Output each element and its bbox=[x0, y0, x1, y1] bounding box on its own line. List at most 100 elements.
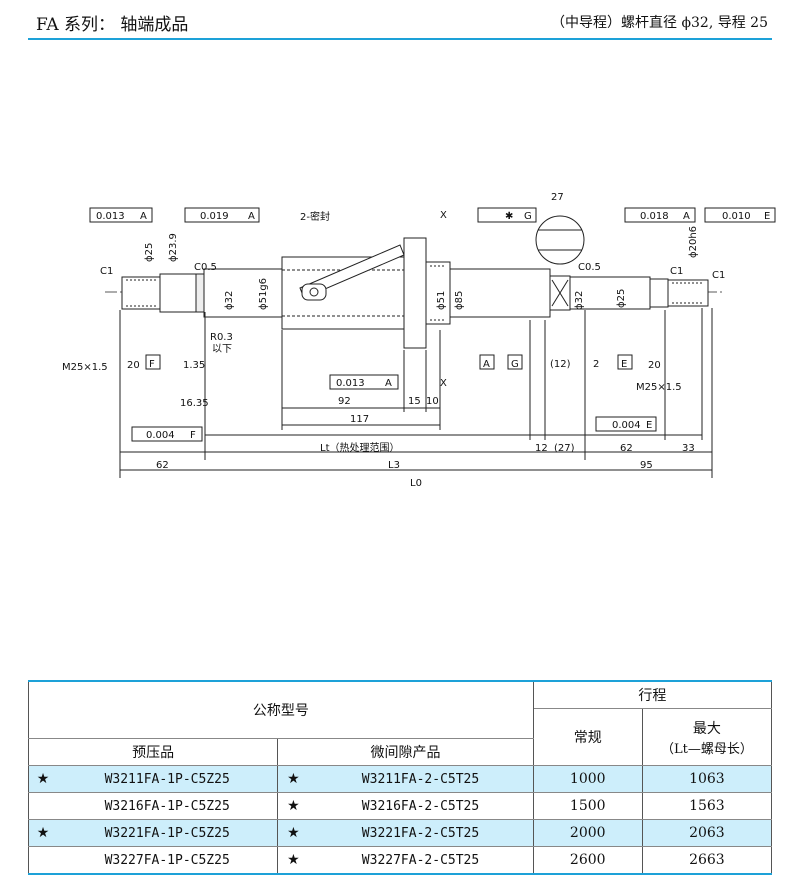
label-boxE: E bbox=[621, 359, 627, 370]
label-ref3: A bbox=[683, 211, 690, 222]
label-tol2: 0.019 bbox=[200, 211, 229, 222]
star-icon: ★ bbox=[28, 765, 58, 793]
model-preload: W3227FA-1P-C5Z25 bbox=[57, 846, 279, 875]
label-ref1: A bbox=[140, 211, 147, 222]
star-icon: ★ bbox=[277, 846, 309, 875]
model-preload: W3221FA-1P-C5Z25 bbox=[57, 819, 279, 847]
stroke-regular: 1500 bbox=[532, 792, 643, 820]
table-row: W3227FA-1P-C5Z25 ★ W3227FA-2-C5T25 2600 … bbox=[28, 846, 773, 875]
label-c05a: C0.5 bbox=[194, 262, 217, 273]
label-r03: R0.3 bbox=[210, 332, 233, 343]
header-max: 最大 （Lt—螺母长） bbox=[641, 708, 773, 766]
stroke-max: 2663 bbox=[641, 846, 773, 875]
label-phi51g6: ϕ51g6 bbox=[258, 278, 269, 310]
label-dim27: 27 bbox=[551, 192, 564, 203]
spec-table: 公称型号 行程 常规 最大 （Lt—螺母长） 预压品 微间隙产品 ★ W3211… bbox=[27, 680, 773, 875]
table-row: W3216FA-1P-C5Z25 ★ W3216FA-2-C5T25 1500 … bbox=[28, 792, 773, 820]
stroke-max: 1563 bbox=[641, 792, 773, 820]
label-perp1: 0.013 bbox=[336, 378, 365, 389]
label-boxF: F bbox=[149, 359, 155, 370]
section-view bbox=[535, 215, 585, 265]
left-thread-end bbox=[121, 276, 161, 310]
header-max-label: 最大 bbox=[692, 720, 721, 737]
label-c1b: C1 bbox=[670, 266, 683, 277]
label-ref-mid: G bbox=[524, 211, 532, 222]
bearing-journal-right bbox=[569, 276, 651, 310]
label-ref4: E bbox=[764, 211, 770, 222]
label-d20a: 20 bbox=[127, 360, 140, 371]
header-stroke: 行程 bbox=[532, 680, 773, 709]
label-perp2: 0.004 bbox=[146, 430, 175, 441]
page-header: FA 系列： 轴端成品 （中导程）螺杆直径 ϕ32, 导程 25 bbox=[0, 0, 800, 40]
label-phi51: ϕ51 bbox=[436, 291, 447, 310]
label-d10: 10 bbox=[426, 396, 439, 407]
label-d33: 33 bbox=[682, 443, 695, 454]
right-thread-end bbox=[667, 279, 709, 307]
label-m25a: M25×1.5 bbox=[62, 362, 108, 373]
label-phi25a: ϕ25 bbox=[144, 243, 155, 262]
label-l0: L0 bbox=[410, 478, 422, 489]
label-d12: 12 bbox=[535, 443, 548, 454]
header-model: 公称型号 bbox=[28, 680, 534, 739]
screw-shaft-right bbox=[449, 268, 551, 318]
label-d62a: 62 bbox=[620, 443, 633, 454]
label-d1635: 16.35 bbox=[180, 398, 209, 409]
label-d92: 92 bbox=[338, 396, 351, 407]
label-xb: X bbox=[440, 378, 447, 389]
label-lt: Lt（热处理范围） bbox=[320, 441, 400, 454]
stroke-max: 2063 bbox=[641, 819, 773, 847]
label-c05b: C0.5 bbox=[578, 262, 601, 273]
header-regular: 常规 bbox=[532, 708, 643, 766]
table-row: ★ W3221FA-1P-C5Z25 ★ W3221FA-2-C5T25 200… bbox=[28, 819, 773, 847]
perp-frame-2 bbox=[131, 426, 203, 442]
model-micro: W3216FA-2-C5T25 bbox=[308, 792, 534, 820]
label-seal: 2-密封 bbox=[300, 210, 330, 223]
header-preload: 预压品 bbox=[27, 738, 279, 766]
model-preload: W3216FA-1P-C5Z25 bbox=[57, 792, 279, 820]
label-boxG: G bbox=[511, 359, 519, 370]
star-icon bbox=[28, 792, 58, 820]
label-c1a: C1 bbox=[100, 266, 113, 277]
star-icon: ★ bbox=[277, 792, 309, 820]
label-perp3: 0.004 bbox=[612, 420, 641, 431]
label-phi85: ϕ85 bbox=[454, 291, 465, 310]
model-micro: W3227FA-2-C5T25 bbox=[308, 846, 534, 875]
label-perp3-ref: E bbox=[646, 420, 652, 431]
page-subtitle: （中导程）螺杆直径 ϕ32, 导程 25 bbox=[551, 15, 768, 31]
perp-frame-1 bbox=[329, 374, 399, 390]
technical-drawing: 0.013 A 0.019 A 2-密封 ✱ G 0.018 A 0.010 E… bbox=[62, 192, 776, 489]
screw-shaft-left bbox=[203, 268, 283, 318]
star-icon: ★ bbox=[277, 819, 309, 847]
label-tol1: 0.013 bbox=[96, 211, 125, 222]
label-d12p: (12) bbox=[550, 359, 571, 370]
label-tol-mid: ✱ bbox=[505, 211, 513, 222]
nut-body bbox=[281, 256, 405, 330]
label-l3: L3 bbox=[388, 460, 400, 471]
model-micro: W3221FA-2-C5T25 bbox=[308, 819, 534, 847]
gdt-frame-1 bbox=[89, 207, 153, 223]
star-icon: ★ bbox=[277, 765, 309, 793]
label-xa: X bbox=[440, 210, 447, 221]
label-d27p: (27) bbox=[554, 443, 575, 454]
stroke-regular: 1000 bbox=[532, 765, 643, 793]
label-d20b: 20 bbox=[648, 360, 661, 371]
gdt-frame-4 bbox=[704, 207, 776, 223]
nut-flange bbox=[403, 237, 427, 349]
label-boxA: A bbox=[483, 359, 490, 370]
stroke-regular: 2000 bbox=[532, 819, 643, 847]
gdt-frame-3 bbox=[624, 207, 696, 223]
stroke-regular: 2600 bbox=[532, 846, 643, 875]
model-preload: W3211FA-1P-C5Z25 bbox=[57, 765, 279, 793]
label-d95: 95 bbox=[640, 460, 653, 471]
label-perp1-ref: A bbox=[385, 378, 392, 389]
gdt-frame-2 bbox=[184, 207, 260, 223]
label-perp2-ref: F bbox=[190, 430, 196, 441]
label-c1c: C1 bbox=[712, 270, 725, 281]
label-r03-sub: 以下 bbox=[212, 344, 232, 355]
label-phi32b: ϕ32 bbox=[574, 291, 585, 310]
label-d62b: 62 bbox=[156, 460, 169, 471]
label-phi239: ϕ23.9 bbox=[168, 233, 179, 262]
star-icon: ★ bbox=[28, 819, 58, 847]
label-phi20h6: ϕ20h6 bbox=[688, 226, 699, 258]
star-icon bbox=[28, 846, 58, 875]
